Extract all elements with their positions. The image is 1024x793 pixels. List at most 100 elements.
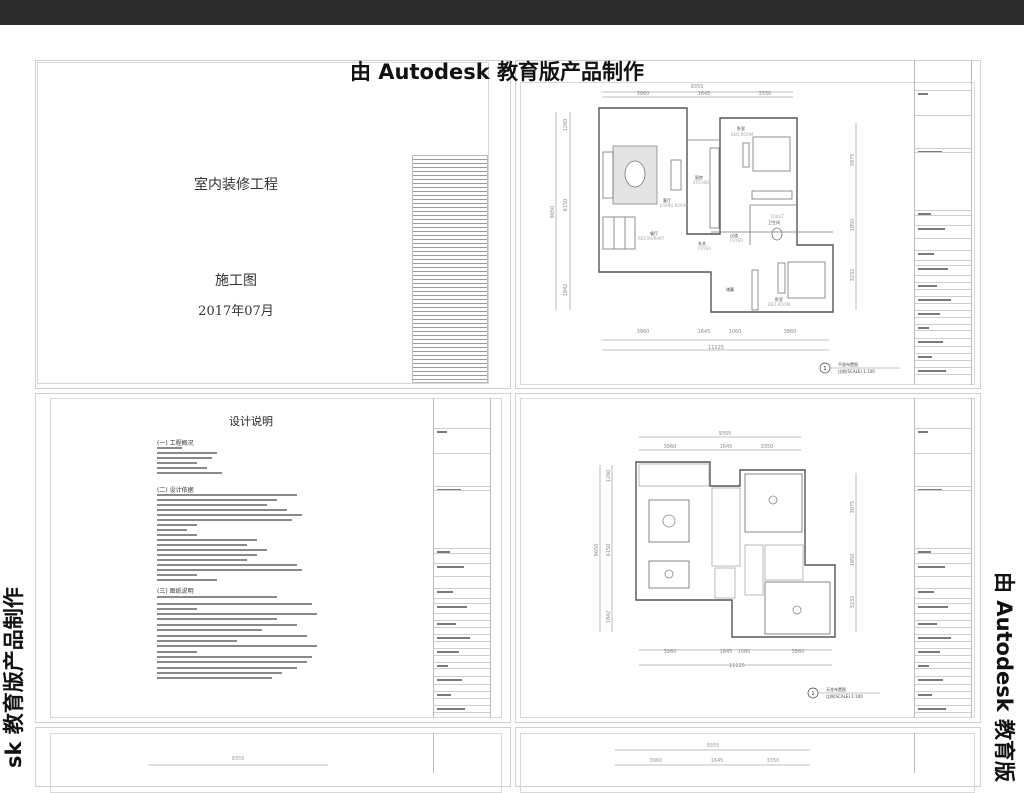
title-block-text: [918, 694, 932, 696]
title-block-text: [918, 213, 931, 215]
dim-top: 3350: [759, 91, 772, 97]
dim-left: 1260: [606, 470, 612, 483]
dim-right: 3232: [850, 596, 856, 609]
title-block-rule: [434, 548, 490, 549]
ceiling-plan-title: 天花布置图: [826, 686, 846, 692]
title-block-rule: [915, 698, 971, 699]
notes-text-line: [157, 579, 217, 581]
dim-left: 6150: [563, 199, 569, 212]
floor-plan-title-block: [914, 60, 972, 385]
floor-plan-labels: 9355 3960 1645 3350 3960 1645 1060 3860 …: [550, 84, 900, 374]
notes-text-line: [157, 635, 307, 637]
title-block-rule: [915, 613, 971, 614]
notes-text-line: [157, 524, 197, 526]
title-block-rule: [434, 676, 490, 677]
title-block-text: [918, 679, 943, 681]
dim-bottom: 3960: [637, 329, 650, 335]
notes-text-line: [157, 504, 267, 506]
title-block-rule: [915, 627, 971, 628]
title-block-rule: [434, 705, 490, 706]
title-block-text: [437, 665, 448, 667]
title-block-rule: [915, 648, 971, 649]
title-block-rule: [915, 238, 971, 239]
title-block-rule: [915, 641, 971, 642]
title-block-rule: [434, 684, 490, 685]
title-block-text: [918, 623, 937, 625]
room-toilet-en: TOILET: [769, 214, 785, 219]
dim-left: 1260: [563, 119, 569, 132]
title-block-text: [437, 694, 451, 696]
notes-text-line: [157, 613, 317, 615]
title-block-rule: [434, 627, 490, 628]
notes-text-line: [157, 457, 212, 459]
title-block-text: [437, 637, 470, 639]
notes-text-line: [157, 519, 292, 521]
title-block-rule: [915, 225, 971, 226]
design-notes-frame: [50, 398, 502, 718]
title-block-text: [918, 566, 945, 568]
title-block-text: [918, 299, 951, 301]
title-block-text: [918, 665, 929, 667]
notes-text-line: [157, 514, 302, 516]
dim-top-total: 9355: [719, 431, 732, 437]
room-dining: 餐厅: [650, 230, 658, 236]
notes-section-3: (三) 图纸说明: [157, 588, 194, 595]
title-block-rule: [915, 668, 971, 669]
title-block-rule: [434, 553, 490, 554]
notes-text-line: [157, 447, 182, 449]
room-toilet: 卫生间: [768, 219, 780, 225]
title-block-text: [918, 356, 932, 358]
notes-text-line: [157, 596, 277, 598]
title-block-text: [918, 370, 946, 372]
title-block-rule: [915, 691, 971, 692]
notes-text-line: [157, 549, 267, 551]
title-block-rule: [915, 275, 971, 276]
title-block-rule: [915, 265, 971, 266]
title-block-rule: [434, 588, 490, 589]
title-block-rule: [434, 691, 490, 692]
lower-right-dim: 3960: [650, 758, 663, 764]
title-block-rule: [915, 676, 971, 677]
title-block-rule: [915, 712, 971, 713]
title-block-rule: [915, 553, 971, 554]
notes-text-line: [157, 534, 197, 536]
notes-section-1: (一) 工程概况: [157, 440, 194, 447]
title-block-rule: [915, 374, 971, 375]
notes-text-line: [157, 559, 247, 561]
title-block-rule: [915, 346, 971, 347]
title-block-text: [918, 651, 940, 653]
title-block-rule: [434, 428, 490, 429]
title-block-rule: [434, 603, 490, 604]
title-block-rule: [915, 250, 971, 251]
dim-right: 1850: [850, 554, 856, 567]
title-block-rule: [434, 634, 490, 635]
sheet-floor-plan[interactable]: [515, 60, 981, 389]
title-block-rule: [915, 428, 971, 429]
top-bar: [0, 0, 1024, 25]
title-block-text: [918, 708, 946, 710]
title-block-rule: [915, 310, 971, 311]
title-block-rule: [915, 210, 971, 211]
notes-text-line: [157, 569, 302, 571]
room-dining-en: RESTAURANT: [638, 236, 665, 241]
cover-project-title: 室内装修工程: [194, 177, 278, 193]
title-block-rule: [915, 490, 971, 491]
dim-top: 1645: [720, 444, 733, 450]
dim-left: 6150: [606, 544, 612, 557]
notes-text-line: [157, 554, 257, 556]
notes-text-line: [157, 574, 197, 576]
title-block-rule: [915, 655, 971, 656]
notes-text-line: [157, 494, 297, 496]
title-block-text: [918, 551, 931, 553]
notes-text-line: [157, 499, 277, 501]
title-block-rule: [915, 115, 971, 116]
room-foyer2-en: FOYER: [730, 238, 743, 243]
title-block-rule: [915, 453, 971, 454]
notes-text-line: [157, 462, 197, 464]
floor-plan-frame: [520, 82, 975, 385]
dim-left-total: 9650: [550, 206, 556, 219]
sheet-ceiling-plan[interactable]: [515, 393, 981, 723]
dim-bottom-total: 11125: [708, 345, 724, 351]
title-block-text: [437, 651, 459, 653]
title-block-rule: [915, 317, 971, 318]
